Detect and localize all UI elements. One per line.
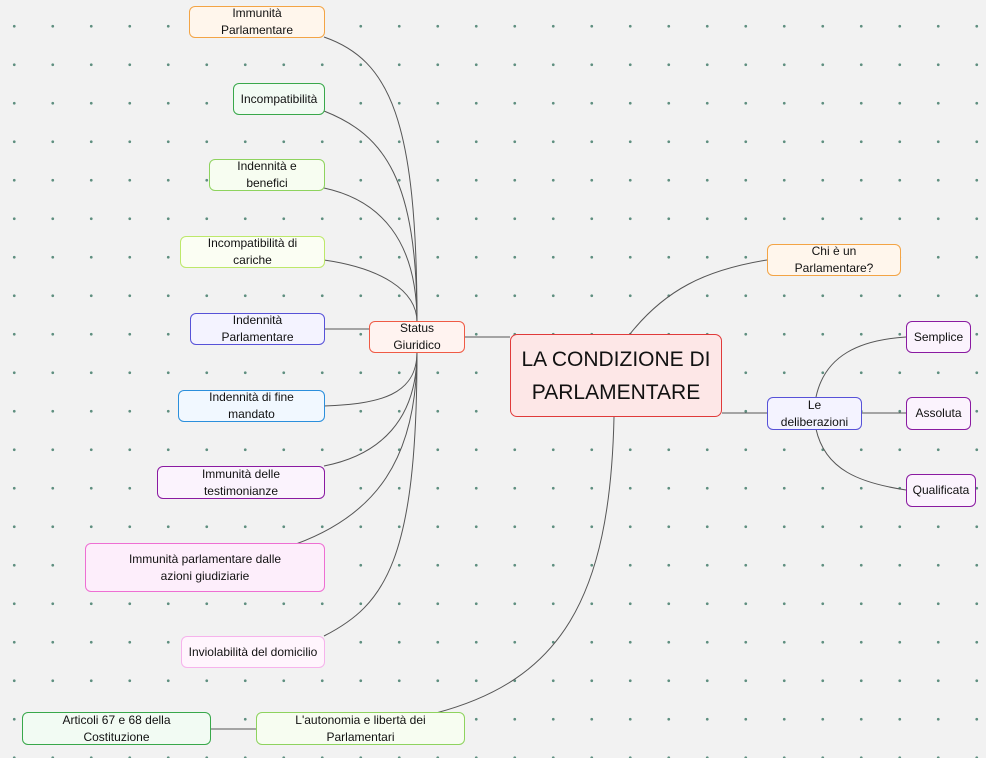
- edge-status-domicilio: [323, 351, 418, 637]
- edge-status-indennita-fine-mandato: [323, 351, 418, 407]
- autonomia-liberta-node[interactable]: L'autonomia e libertà dei Parlamentari: [256, 712, 465, 745]
- node-label: Qualificata: [912, 483, 970, 497]
- edge-delib-semplice: [815, 336, 907, 398]
- node-label: Chi è un Parlamentare?: [794, 244, 874, 275]
- edge-status-incompatibilita: [323, 110, 418, 323]
- node-label: Assoluta: [915, 406, 962, 420]
- node-label: Immunità parlamentare dalle azioni giudi…: [128, 551, 282, 583]
- node-label: Inviolabilità del domicilio: [188, 644, 318, 659]
- semplice-node[interactable]: Semplice: [906, 321, 971, 353]
- node-label: Incompatibilità: [240, 91, 318, 106]
- edge-status-immunita-parlamentare: [323, 36, 418, 323]
- edge-status-incompatibilita-cariche: [323, 259, 418, 323]
- edge-root-chi: [629, 259, 768, 335]
- immunita-azioni-giudiziarie-node[interactable]: Immunità parlamentare dalle azioni giudi…: [85, 543, 325, 592]
- indennita-benefici-node[interactable]: Indennità e benefici: [209, 159, 325, 191]
- indennita-parlamentare-node[interactable]: Indennità Parlamentare: [190, 313, 325, 345]
- node-label: Le deliberazioni: [780, 397, 849, 429]
- status-giuridico-node[interactable]: Status Giuridico: [369, 321, 465, 353]
- incompatibilita-node[interactable]: Incompatibilità: [233, 83, 325, 115]
- immunita-parlamentare-node[interactable]: Immunità Parlamentare: [189, 6, 325, 38]
- edge-root-autonomia: [435, 416, 615, 714]
- root-node[interactable]: LA CONDIZIONE DI PARLAMENTARE: [510, 334, 722, 417]
- chi-parlamentare-node[interactable]: Chi è un Parlamentare?: [767, 244, 901, 276]
- qualificata-node[interactable]: Qualificata: [906, 474, 976, 507]
- assoluta-node[interactable]: Assoluta: [906, 397, 971, 430]
- edge-status-immunita-testimonianze: [323, 351, 418, 467]
- edge-status-indennita-benefici: [323, 187, 418, 323]
- articoli-costituzione-node[interactable]: Articoli 67 e 68 della Costituzione: [22, 712, 211, 745]
- node-label: Semplice: [913, 329, 964, 344]
- edge-status-azioni-giudiziarie: [295, 351, 418, 545]
- deliberazioni-node[interactable]: Le deliberazioni: [767, 397, 862, 430]
- node-label: Immunità delle testimonianze: [201, 466, 281, 498]
- status-giuridico-label: Status Giuridico: [393, 321, 441, 352]
- node-label: Indennità e benefici: [237, 159, 297, 190]
- incompatibilita-cariche-node[interactable]: Incompatibilità di cariche: [180, 236, 325, 268]
- inviolabilita-domicilio-node[interactable]: Inviolabilità del domicilio: [181, 636, 325, 668]
- node-label: Indennità Parlamentare: [221, 313, 294, 344]
- root-label: LA CONDIZIONE DI PARLAMENTARE: [521, 347, 711, 404]
- immunita-testimonianze-node[interactable]: Immunità delle testimonianze: [157, 466, 325, 499]
- node-label: Articoli 67 e 68 della Costituzione: [62, 712, 171, 744]
- node-label: Immunità Parlamentare: [220, 6, 294, 37]
- edge-delib-qualificata: [815, 428, 907, 491]
- node-label: Incompatibilità di cariche: [207, 236, 298, 267]
- node-label: L'autonomia e libertà dei Parlamentari: [295, 712, 426, 744]
- indennita-fine-mandato-node[interactable]: Indennità di fine mandato: [178, 390, 325, 422]
- node-label: Indennità di fine mandato: [209, 390, 294, 421]
